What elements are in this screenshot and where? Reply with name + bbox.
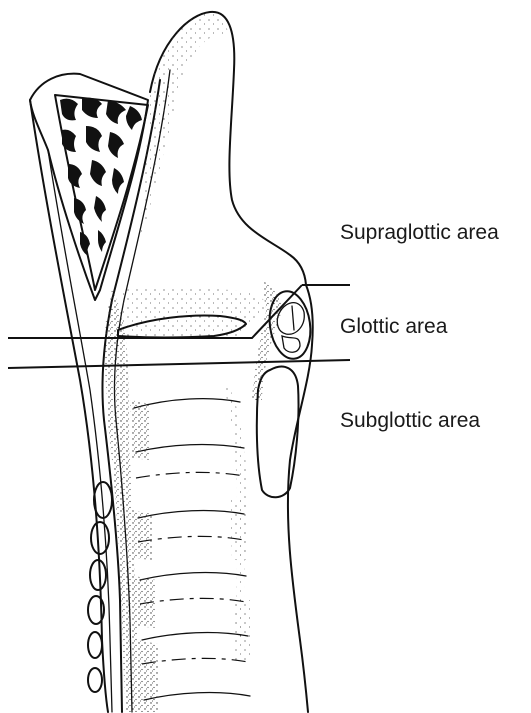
cricoid-cartilage (257, 367, 299, 498)
tracheal-ring (91, 522, 109, 554)
trachea (130, 399, 250, 712)
tracheal-ring (88, 668, 102, 692)
supraglottic-label: Supraglottic area (340, 221, 499, 244)
tracheal-ring (88, 632, 102, 658)
vestibular-region (118, 280, 315, 400)
glottic-label: Glottic area (340, 315, 448, 338)
subglottic-label: Subglottic area (340, 409, 480, 432)
subglottic-boundary-line (8, 360, 350, 368)
tracheal-ring (90, 560, 106, 590)
epiglottis-plate (30, 74, 148, 300)
